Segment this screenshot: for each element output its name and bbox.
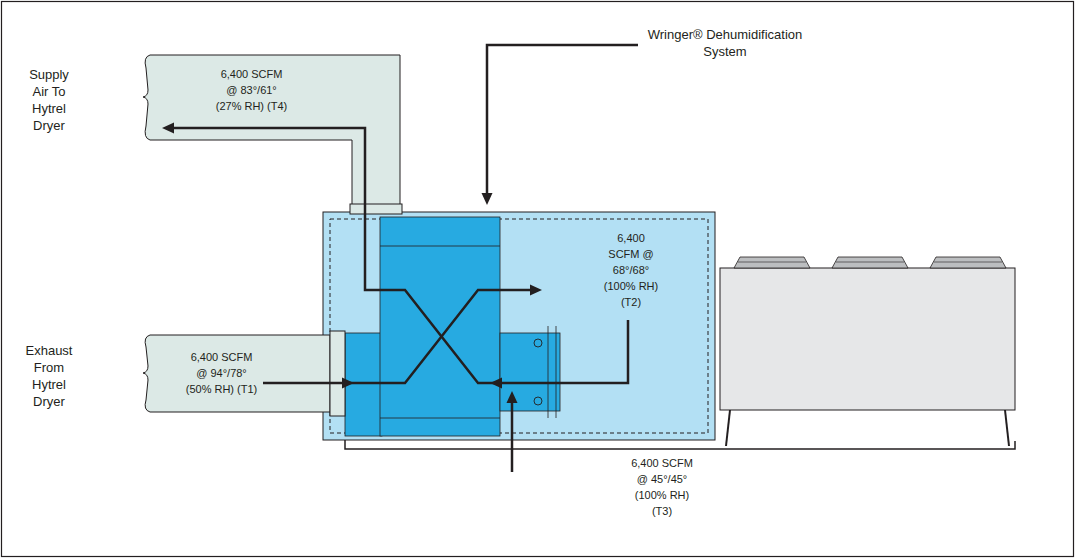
- fan-grille: [836, 262, 904, 263]
- coil-airflow: [511, 401, 514, 472]
- supply-duct: 6,400 SCFM @ 83°/61° (27% RH) (T4): [150, 55, 400, 140]
- flow-condition: 6,400 SCFM @ 45°/45° (100% RH) (T3): [630, 455, 694, 519]
- flow-arrowhead: [507, 391, 518, 403]
- exhaust-airflow: [263, 290, 532, 383]
- flow-condition: 6,400 SCFM @ 94°/78° (50% RH) (T1): [185, 349, 258, 397]
- title-pointer: [487, 45, 638, 193]
- flow-arrowhead: [342, 378, 354, 389]
- duct-label: Supply Air To Hytrel Dryer: [22, 66, 76, 134]
- heat-exchanger: [380, 217, 500, 436]
- coil-header: [548, 326, 549, 418]
- flow-arrowhead: [490, 378, 502, 389]
- base-frame: [345, 440, 1015, 449]
- dehumidifier-unit: 6,400 SCFM @ 68°/68° (100% RH) (T2): [323, 212, 715, 440]
- exhaust-duct: 6,400 SCFM @ 94°/78° (50% RH) (T1): [150, 335, 350, 412]
- supply-duct-shape: [143, 55, 400, 205]
- exchanger-seam: [380, 246, 500, 247]
- condenser-cabinet: [720, 268, 1015, 410]
- condenser-leg: [726, 410, 730, 446]
- coil-connection: [534, 397, 542, 405]
- system-title: Wringer® Dehumidification System: [646, 26, 804, 60]
- flow-arrowhead: [162, 123, 174, 134]
- condenser-fan: [832, 257, 908, 268]
- coil-connection: [534, 339, 542, 347]
- coil-header: [556, 326, 557, 418]
- unit-housing: [323, 212, 715, 440]
- cooling-coil: [500, 333, 560, 411]
- exchanger-seam: [380, 418, 500, 419]
- fan-grille: [934, 262, 1002, 263]
- exhaust-duct-shape: [143, 335, 330, 412]
- flow-condition: 6,400 SCFM @ 83°/61° (27% RH) (T4): [215, 66, 288, 114]
- duct-collar: [330, 331, 345, 416]
- fan-grille: [738, 262, 806, 263]
- condenser-fan: [930, 257, 1006, 268]
- pointer-arrowhead: [482, 193, 493, 205]
- condenser-leg: [1005, 410, 1009, 446]
- condenser-fan: [734, 257, 810, 268]
- flow-condition: 6,400 SCFM @ 68°/68° (100% RH) (T2): [603, 230, 659, 310]
- supply-airflow: [172, 128, 628, 383]
- duct-collar: [350, 204, 402, 214]
- duct-label: Exhaust From Hytrel Dryer: [22, 342, 76, 410]
- flow-arrowhead: [530, 285, 542, 296]
